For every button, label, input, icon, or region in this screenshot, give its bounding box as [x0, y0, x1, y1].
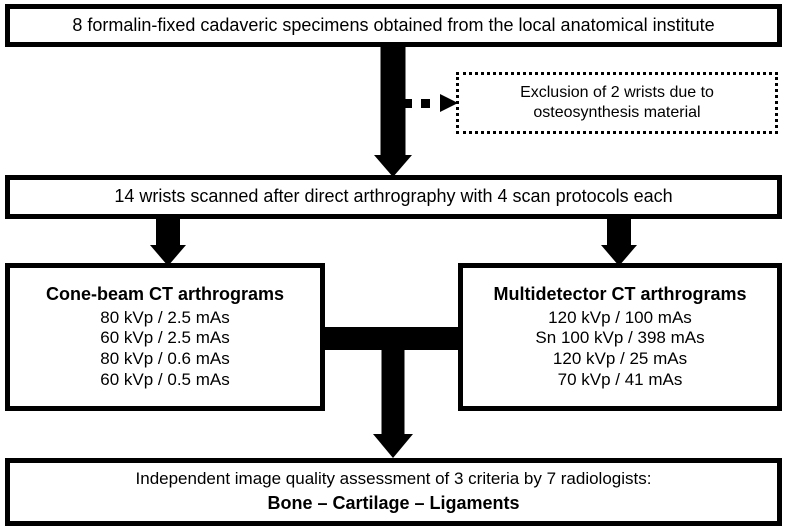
- cone-beam-protocol: 80 kVp / 2.5 mAs: [100, 307, 230, 327]
- dashed-arrow-to-exclusion-icon: [403, 94, 458, 112]
- cone-beam-protocol: 60 kVp / 0.5 mAs: [100, 369, 230, 389]
- arrow-shaft: [381, 327, 405, 435]
- box-wrists-scanned-text: 14 wrists scanned after direct arthrogra…: [114, 186, 673, 207]
- dashed-arrow-shaft: [403, 99, 439, 108]
- box-exclusion-line-2: osteosynthesis material: [533, 104, 701, 121]
- box-exclusion: Exclusion of 2 wrists due to osteosynthe…: [456, 72, 778, 134]
- box-specimens-text: 8 formalin-fixed cadaveric specimens obt…: [72, 14, 715, 35]
- arrow-head: [150, 245, 186, 266]
- dashed-arrow-head: [440, 94, 458, 112]
- cone-beam-protocol: 80 kVp / 0.6 mAs: [100, 348, 230, 368]
- multidetector-protocol: 70 kVp / 41 mAs: [557, 369, 683, 389]
- box-cone-beam-heading: Cone-beam CT arthrograms: [45, 283, 285, 304]
- multidetector-protocol: Sn 100 kVp / 398 mAs: [535, 328, 705, 348]
- box-assessment-line-2: Bone – Cartilage – Ligaments: [267, 492, 520, 513]
- box-specimens: 8 formalin-fixed cadaveric specimens obt…: [5, 4, 782, 47]
- arrow-wrists-to-cone-beam-icon: [145, 218, 191, 266]
- arrow-wrists-to-multidetector-icon: [596, 218, 642, 266]
- cone-beam-protocol: 60 kVp / 2.5 mAs: [100, 328, 230, 348]
- box-wrists-scanned: 14 wrists scanned after direct arthrogra…: [5, 175, 782, 219]
- arrow-merge-to-assessment-icon: [370, 327, 416, 458]
- arrow-head: [373, 434, 413, 458]
- box-exclusion-line-1: Exclusion of 2 wrists due to: [520, 83, 714, 101]
- box-multidetector-heading: Multidetector CT arthrograms: [493, 283, 747, 304]
- arrow-shaft: [156, 218, 180, 246]
- arrow-specimens-to-wrists-icon: [368, 47, 418, 177]
- arrow-shaft: [607, 218, 631, 246]
- multidetector-protocol: 120 kVp / 25 mAs: [552, 348, 688, 368]
- arrow-head: [374, 155, 412, 177]
- box-cone-beam-ct-arthrograms: Cone-beam CT arthrograms 80 kVp / 2.5 mA…: [5, 263, 325, 411]
- arrow-shaft: [380, 47, 406, 157]
- box-image-quality-assessment: Independent image quality assessment of …: [5, 458, 782, 526]
- box-assessment-line-1: Independent image quality assessment of …: [135, 469, 652, 489]
- merge-connector-bar: [320, 327, 463, 350]
- multidetector-protocol: 120 kVp / 100 mAs: [548, 307, 692, 327]
- box-multidetector-ct-arthrograms: Multidetector CT arthrograms 120 kVp / 1…: [458, 263, 782, 411]
- arrow-head: [601, 245, 637, 266]
